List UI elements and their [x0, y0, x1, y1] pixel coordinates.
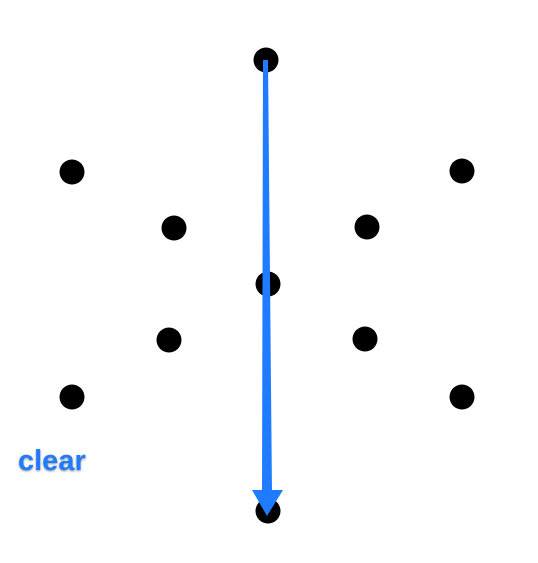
- arrow-head: [252, 490, 283, 516]
- dot-upper-right[interactable]: [449, 158, 475, 184]
- drawn-arrow: [252, 60, 283, 516]
- dot-lower-right[interactable]: [449, 384, 475, 410]
- dot-grid: [59, 47, 475, 524]
- dot-inner-lower-right[interactable]: [352, 326, 378, 352]
- dot-inner-upper-left[interactable]: [161, 215, 187, 241]
- dot-lower-left[interactable]: [59, 384, 85, 410]
- dot-inner-upper-right[interactable]: [354, 214, 380, 240]
- dot-upper-left[interactable]: [59, 159, 85, 185]
- clear-button[interactable]: clear: [18, 445, 86, 477]
- dot-inner-lower-left[interactable]: [156, 327, 182, 353]
- arrow-shaft: [262, 60, 272, 495]
